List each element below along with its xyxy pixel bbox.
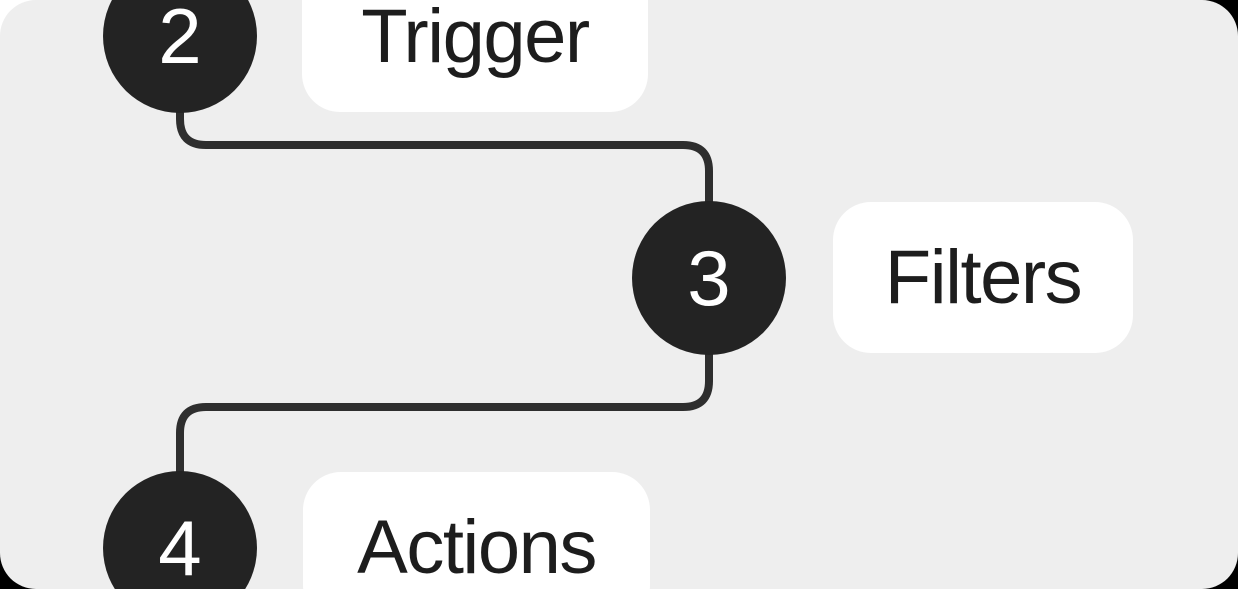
step-node-4[interactable]: 4 <box>103 471 257 589</box>
step-label-trigger-text: Trigger <box>361 0 590 79</box>
step-number-3: 3 <box>687 234 731 322</box>
step-label-trigger[interactable]: Trigger <box>302 0 648 112</box>
step-label-actions[interactable]: Actions <box>303 472 650 589</box>
step-node-3[interactable]: 3 <box>632 201 786 355</box>
connector-filters-to-actions <box>176 278 713 548</box>
step-label-actions-text: Actions <box>357 504 597 589</box>
step-label-filters[interactable]: Filters <box>833 202 1133 353</box>
connector-trigger-to-filters <box>176 36 713 278</box>
step-number-2: 2 <box>158 0 202 80</box>
step-number-4: 4 <box>158 504 202 589</box>
step-label-filters-text: Filters <box>884 234 1083 320</box>
